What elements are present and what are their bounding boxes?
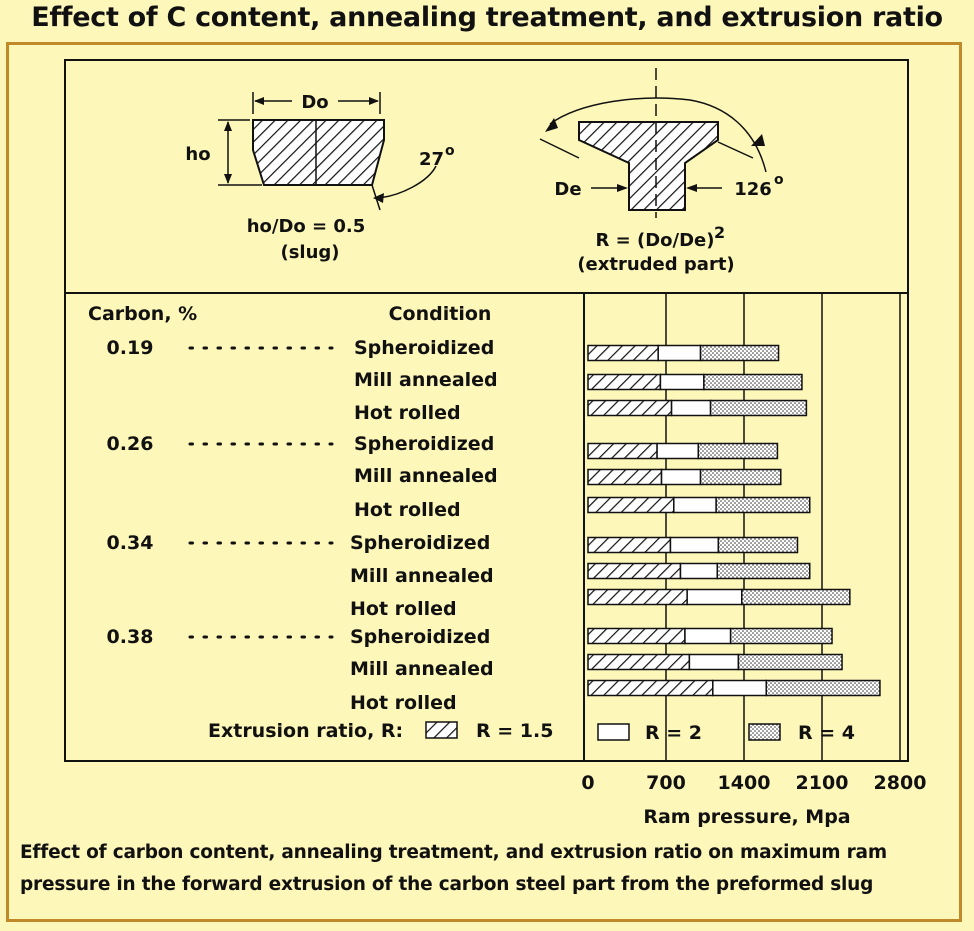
part-caption: (extruded part) [577,254,734,275]
bar-row5-R2 [660,468,702,486]
bar-row6-R4 [715,496,811,514]
bar-row3-R2 [670,399,712,417]
bar-row9-R15 [587,588,688,606]
bar-row1-R4 [699,344,780,362]
condition-0.34-mill-annealed: Mill annealed [350,565,494,587]
bar-row2-R2 [659,373,705,391]
legend-swatch-r2 [597,723,630,741]
bar-row3-R15 [587,399,673,417]
legend: Extrusion ratio, R: R = 1.5 R = 2 R = 4 [208,720,855,744]
legend-swatch-r4 [748,723,781,741]
slug-caption: (slug) [280,242,339,263]
bar-row12-R4 [765,679,881,697]
bar-row11-R2 [688,653,740,671]
part-formula: R = (Do/De) [596,230,715,251]
condition-0.34-hot-rolled: Hot rolled [350,598,457,620]
bar-row1-R2 [657,344,702,362]
slug-diagram [218,92,437,211]
bar-row8-R15 [587,562,682,580]
bar-row5-R15 [587,468,663,486]
condition-0.34-spheroidized: Spheroidized [350,532,490,554]
bar-row4-R4 [697,442,779,460]
slug-ho-label: ho [185,144,210,165]
bar-row6-R15 [587,496,675,514]
x-tick-0: 0 [581,772,594,794]
caption-line-1: Effect of carbon content, annealing trea… [20,842,887,863]
condition-0.19-spheroidized: Spheroidized [354,337,494,359]
caption-line-2: pressure in the forward extrusion of the… [20,874,874,895]
condition-0.19-mill-annealed: Mill annealed [354,369,498,391]
bar-row6-R2 [673,496,717,514]
part-formula-exponent: 2 [714,223,725,242]
bar-row12-R15 [587,679,714,697]
bar-row8-R2 [679,562,719,580]
carbon-0.34: 0.34 [107,532,154,554]
bar-row10-R4 [729,627,833,645]
x-axis-label: Ram pressure, Mpa [643,806,850,828]
carbon-0.38: 0.38 [107,626,154,648]
bar-row7-R2 [669,536,720,554]
bar-row10-R2 [684,627,732,645]
part-angle-label: 126 [734,179,772,200]
carbon-0.19: 0.19 [107,337,154,359]
bar-row4-R15 [587,442,658,460]
legend-label-r2: R = 2 [645,722,702,744]
bar-row2-R15 [587,373,662,391]
legend-title: Extrusion ratio, R: [208,720,403,742]
condition-0.26-spheroidized: Spheroidized [354,433,494,455]
x-tick-2100: 2100 [796,772,849,794]
slug-ratio-label: ho/Do = 0.5 [247,216,366,237]
condition-0.38-spheroidized: Spheroidized [350,626,490,648]
condition-header: Condition [389,303,492,325]
bar-row2-R4 [703,373,803,391]
bar-row11-R15 [587,653,691,671]
x-tick-1400: 1400 [718,772,771,794]
legend-label-r4: R = 4 [798,722,855,744]
slug-angle-degree: o [445,143,455,159]
bar-row7-R4 [717,536,799,554]
bar-row4-R2 [656,442,700,460]
bar-row9-R2 [686,588,743,606]
condition-0.19-hot-rolled: Hot rolled [354,402,461,424]
x-axis-ticks: 0 700 1400 2100 2800 [581,772,926,794]
bar-row9-R4 [741,588,851,606]
bar-row3-R4 [709,399,808,417]
chart-box [64,292,909,762]
condition-0.26-hot-rolled: Hot rolled [354,499,461,521]
part-angle-degree: o [774,172,784,188]
bar-row10-R15 [587,627,686,645]
x-tick-2800: 2800 [874,772,927,794]
legend-swatch-r15 [425,721,458,739]
carbon-0.26: 0.26 [107,433,154,455]
bar-row8-R4 [716,562,811,580]
condition-0.38-hot-rolled: Hot rolled [350,692,457,714]
slug-angle-label: 27 [419,149,444,170]
bar-row12-R2 [712,679,768,697]
x-tick-700: 700 [646,772,686,794]
page-title: Effect of C content, annealing treatment… [31,2,943,33]
extruded-part-diagram [539,68,767,218]
slug-do-label: Do [301,92,328,113]
part-de-label: De [554,179,581,200]
bar-row11-R4 [737,653,843,671]
condition-0.38-mill-annealed: Mill annealed [350,658,494,680]
bar-row7-R15 [587,536,672,554]
chart-bars [587,344,881,697]
legend-label-r15: R = 1.5 [476,720,553,742]
bar-row1-R15 [587,344,659,362]
bar-row5-R4 [699,468,782,486]
condition-0.26-mill-annealed: Mill annealed [354,465,498,487]
figure-frame [6,42,962,922]
carbon-header: Carbon, % [88,303,197,325]
